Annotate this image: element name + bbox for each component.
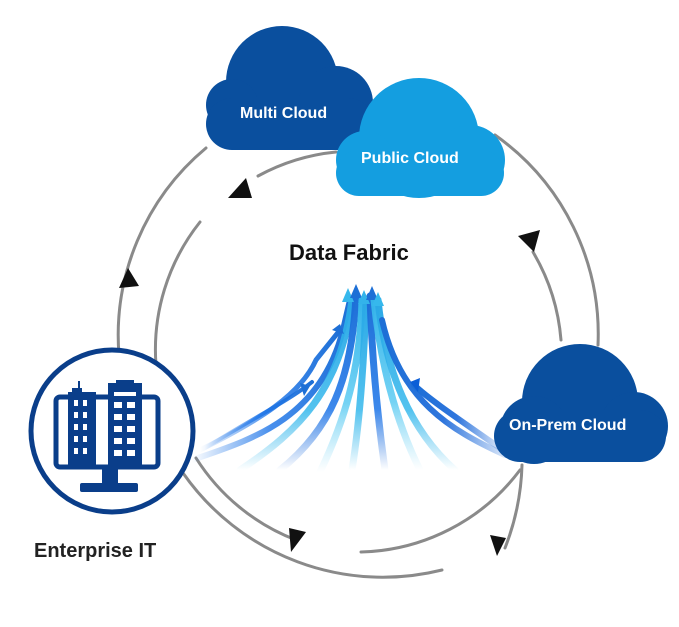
flow-arrowheads <box>119 178 540 556</box>
stream-fan-1 <box>236 296 356 474</box>
stream-arrowhead-icon <box>358 290 370 304</box>
stream-left-3 <box>203 380 314 450</box>
on-prem-cloud-label: On-Prem Cloud <box>509 417 627 434</box>
stream-arrowhead-icon <box>350 284 362 298</box>
inner-arc-top <box>256 150 338 178</box>
multi-cloud-shape <box>206 26 374 150</box>
arrowhead-left-icon <box>119 268 139 288</box>
arrowhead-bottom-right-icon <box>490 535 506 556</box>
stream-right-1 <box>379 317 508 458</box>
stream-fan-5 <box>366 292 389 474</box>
arrowhead-bottom-left-icon <box>289 528 306 552</box>
ring-arc-upper-left <box>116 146 208 357</box>
enterprise-it-badge <box>28 347 196 515</box>
on-prem-cloud-shape <box>494 344 668 464</box>
inner-arc-bottom-right <box>359 468 522 554</box>
ring-arc-lower-left <box>181 471 444 579</box>
multi-cloud-label: Multi Cloud <box>240 105 328 122</box>
stream-arrowhead-icon <box>366 286 378 300</box>
enterprise-it-label: Enterprise IT <box>34 540 157 562</box>
inner-arc-bottom-left <box>194 456 298 542</box>
inner-ring <box>153 150 563 554</box>
stream-fan-4 <box>348 296 370 474</box>
stream-arrowheads <box>300 284 420 396</box>
stream-arrowhead-icon <box>342 288 354 302</box>
ring-arc-upper-right <box>493 133 600 347</box>
stream-left-1 <box>189 297 353 463</box>
arrowhead-right-icon <box>518 230 540 252</box>
inner-arc-left <box>153 220 202 367</box>
inner-arc-right <box>531 250 563 342</box>
public-cloud-label: Public Cloud <box>361 150 459 167</box>
stream-fan-2 <box>276 291 360 474</box>
stream-arrowhead-icon <box>332 324 344 334</box>
stream-fan-6 <box>370 296 424 474</box>
outer-ring <box>116 133 600 579</box>
stream-fan-3 <box>316 296 366 476</box>
ring-arc-lower-right <box>503 463 524 550</box>
data-fabric-streams <box>189 291 508 476</box>
arrowhead-upper-left-icon <box>228 178 252 198</box>
monitor-building-icon <box>53 380 161 492</box>
stream-right-2 <box>411 382 503 451</box>
stream-arrowhead-icon <box>410 378 420 392</box>
stream-arrowhead-icon <box>372 292 384 306</box>
public-cloud-shape <box>336 78 505 198</box>
diagram-title: Data Fabric <box>289 240 409 265</box>
stream-arrowhead-icon <box>300 383 310 396</box>
